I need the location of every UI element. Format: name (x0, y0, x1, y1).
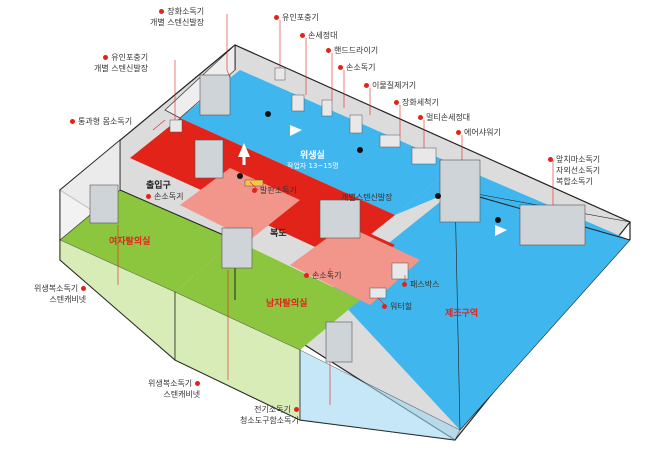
label-hand-sanitizer-entry: 손소독기 (146, 191, 183, 202)
zone-entrance: 출입구 (146, 181, 171, 191)
water-heater-device (369, 287, 387, 299)
label-uv-top: 유인포충기 (274, 12, 319, 23)
hand-wash-device (291, 94, 305, 112)
label-shoe-dryer-top: 장화소독기 개별 스텐신발장 (150, 7, 205, 27)
label-right-cabinet: 앞치마소독기 자외선소독기 복합소독기 (548, 154, 600, 187)
label-sterilizer-left: 위생복소독기 스텐캐비넷 (34, 284, 87, 304)
zone-corridor: 복도 (270, 229, 287, 239)
label-sterilizer-bottom: 위생복소독기 스텐캐비넷 (148, 379, 201, 399)
corridor-red-right (290, 225, 420, 305)
arrow-right-production (495, 225, 507, 236)
label-walkthrough: 통과형 몸소독기 (70, 116, 132, 127)
zone-production: 제조구역 (445, 309, 479, 319)
label-hand-wash: 손세정대 (300, 30, 337, 41)
locker-corridor (319, 199, 361, 239)
lint-device (349, 114, 363, 134)
label-uv-left: 유인포충기 개별 스텐신발장 (94, 53, 149, 73)
zone-female-locker: 여자탈의실 (109, 237, 151, 247)
label-hand-sanitizer: 손소독기 (338, 62, 375, 73)
multi-wash-device (411, 147, 437, 165)
leader-lines (117, 14, 554, 405)
label-water-heater: 워터힐 (382, 301, 412, 312)
label-multi-wash: 멀티손세정대 (418, 112, 470, 123)
air-shower-box (439, 159, 481, 223)
production-floor (330, 190, 630, 430)
locker-top (199, 74, 231, 116)
label-hand-dryer: 핸드드라이기 (326, 45, 378, 56)
arrow-right-hygiene (290, 125, 302, 136)
locker-male (221, 227, 253, 269)
blue-wall-glass (299, 349, 461, 441)
right-cabinet-box (519, 204, 586, 246)
label-lint-remover: 이물질제거기 (364, 80, 416, 91)
person-icon-lint (357, 147, 363, 153)
uv-device (274, 67, 286, 81)
male-locker-floor (175, 240, 360, 350)
label-air-shower: 에어샤워기 (456, 127, 501, 138)
right-wall-glass (454, 189, 631, 431)
corridor-red-left (180, 168, 300, 240)
hygiene-room-floor (180, 70, 455, 215)
label-pass-box: 패스박스 (402, 279, 439, 290)
person-icon-production (495, 217, 501, 223)
label-shoe-cabinet-mid: 개별스텐신발장 (333, 192, 393, 203)
hand-dryer-device (321, 99, 333, 117)
locker-female (89, 184, 119, 224)
person-icon-entry (237, 173, 243, 179)
zone-hygiene-note: 작업자 13~15명 (287, 162, 339, 170)
locker-entry (194, 139, 224, 179)
pass-box-device (391, 262, 409, 280)
person-icon-hygiene (265, 111, 271, 117)
walkthrough-device (169, 119, 183, 133)
zone-hygiene-room: 위생실 (300, 151, 325, 161)
arrow-up-entry (238, 143, 250, 157)
zone-male-locker: 남자탈의실 (266, 299, 308, 309)
electric-cabinet (325, 321, 353, 363)
boot-washer-device (379, 134, 401, 148)
label-boot-washer: 장화세척기 (394, 97, 439, 108)
person-icon-air (435, 193, 441, 199)
label-electric-sterilizer: 전기소독기 청소도구함소독기 (240, 405, 299, 425)
label-hand-sanitizer-corr: 손소독기 (304, 270, 341, 281)
label-foot-sanitizer: 발판소독기 (252, 185, 297, 196)
